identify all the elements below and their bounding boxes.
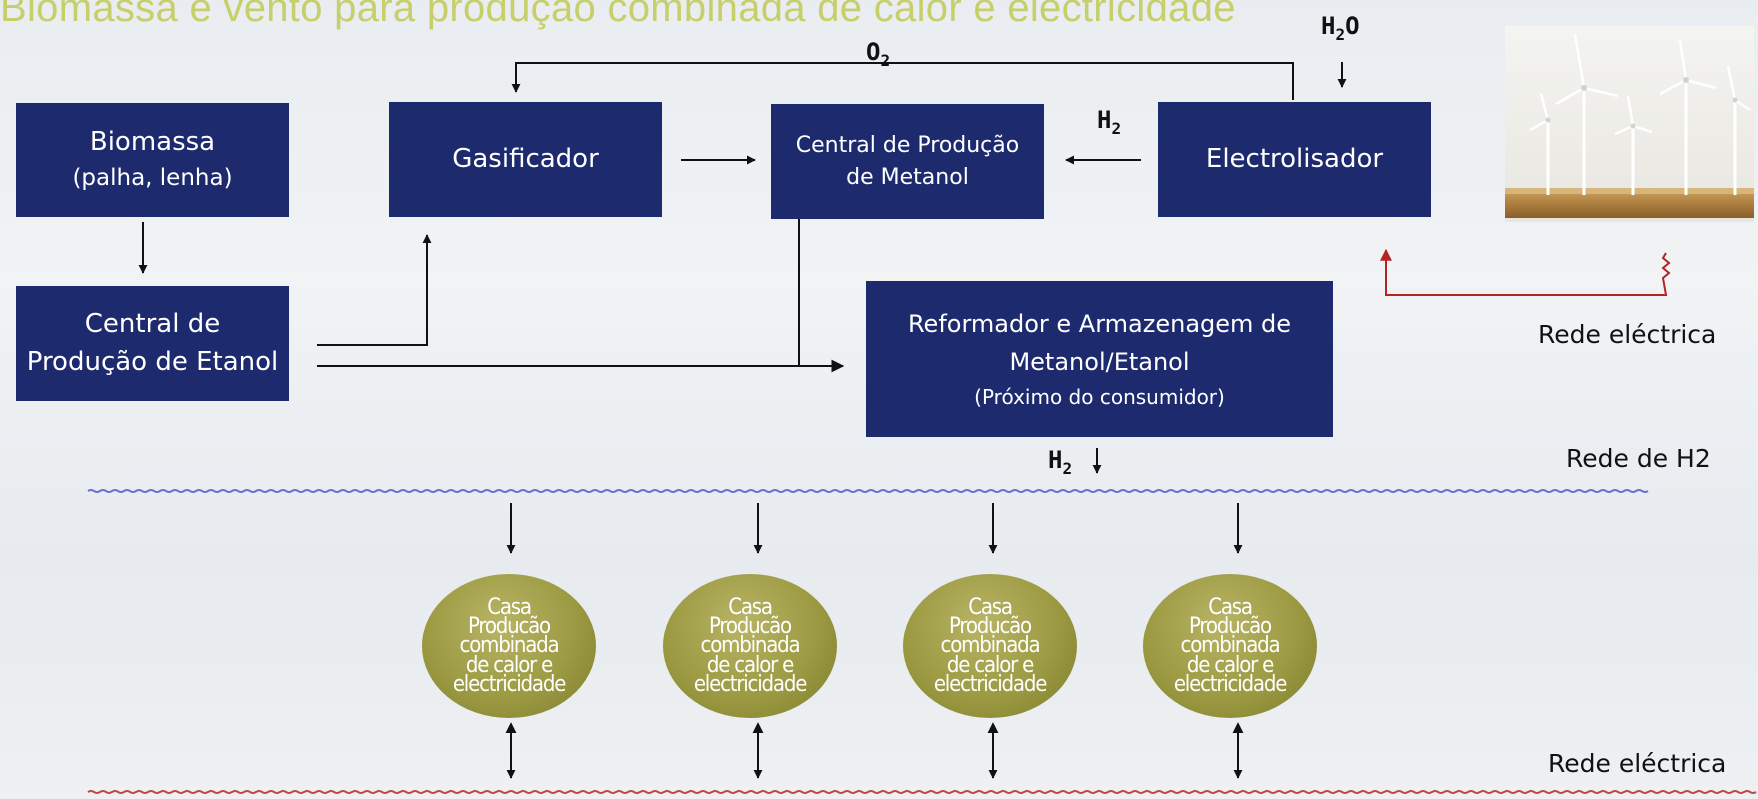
biomassa-title: Biomassa — [89, 127, 216, 158]
o2-sub: 2 — [880, 51, 891, 70]
o2-label: O2 — [866, 38, 890, 70]
h2o-main: H — [1321, 12, 1336, 40]
etanol-box: Central de Produção de Etanol — [16, 286, 289, 401]
electrolisador-label: Electrolisador — [1205, 143, 1384, 174]
casa-4: Casa Producão combinada de calor e elect… — [1143, 574, 1317, 718]
reformador-line2: Metanol/Etanol — [1009, 348, 1190, 376]
arrow-etanol-gasificador — [317, 234, 432, 346]
h2-sub: 2 — [1111, 119, 1122, 138]
casa-2: Casa Producão combinada de calor e elect… — [663, 574, 837, 718]
casa-line: de calor e — [465, 652, 553, 678]
o2-main: O — [866, 38, 881, 66]
reformador-line3: (Próximo do consumidor) — [974, 385, 1225, 410]
casa-line: de calor e — [946, 652, 1034, 678]
arrow-o2-gasificador — [511, 62, 1294, 100]
casa-line: combinada — [940, 633, 1041, 659]
metanol-box: Central de Produção de Metanol — [771, 104, 1044, 219]
electric-grid-line — [87, 790, 1757, 794]
casa-line: electricidade — [693, 672, 808, 698]
casa-line: Producão — [468, 613, 551, 639]
reformador-box: Reformador e Armazenagem de Metanol/Etan… — [866, 281, 1333, 437]
casa-line: Casa — [728, 594, 773, 620]
gasificador-label: Gasificador — [452, 143, 599, 174]
casa-3: Casa Producão combinada de calor e elect… — [903, 574, 1077, 718]
wind-turbines-photo — [1505, 26, 1754, 222]
casa-line: de calor e — [706, 652, 794, 678]
h2-label-metanol: H2 — [1097, 106, 1121, 138]
h2-down-main: H — [1048, 446, 1063, 474]
red-power-line — [1380, 248, 1671, 296]
casa-line: combinada — [1180, 633, 1281, 659]
h2o-sub: 2 — [1335, 25, 1346, 44]
casa-line: Producão — [949, 613, 1032, 639]
casa-1: Casa Producão combinada de calor e elect… — [422, 574, 596, 718]
reformador-line1: Reformador e Armazenagem de — [907, 309, 1292, 338]
h2o-tail: O — [1345, 12, 1360, 40]
rede-electrica-top-label: Rede eléctrica — [1538, 320, 1717, 349]
casa-line: electricidade — [1173, 672, 1288, 698]
h2-down-sub: 2 — [1062, 459, 1073, 478]
h2o-label: H2O — [1321, 12, 1360, 44]
gasificador-box: Gasificador — [389, 102, 662, 217]
h2-grid-line — [87, 489, 1649, 493]
etanol-line1: Central de — [84, 308, 221, 339]
casa-line: combinada — [700, 633, 801, 659]
casa-line: Producão — [1189, 613, 1272, 639]
casa-line: de calor e — [1186, 652, 1274, 678]
etanol-line2: Produção de Etanol — [26, 346, 279, 377]
h2-main: H — [1097, 106, 1112, 134]
page-title: Biomassa e vento para produção combinada… — [0, 0, 1236, 30]
metanol-line2: de Metanol — [846, 164, 969, 190]
casa-line: electricidade — [933, 672, 1048, 698]
casa-line: Producão — [709, 613, 792, 639]
casa-line: electricidade — [452, 672, 567, 698]
casa-line: combinada — [459, 633, 560, 659]
electrolisador-box: Electrolisador — [1158, 102, 1431, 217]
metanol-line1: Central de Produção — [795, 132, 1020, 158]
rede-electrica-bottom-label: Rede eléctrica — [1548, 749, 1727, 778]
biomassa-subtitle: (palha, lenha) — [72, 165, 233, 192]
biomassa-box: Biomassa (palha, lenha) — [16, 103, 289, 217]
casa-line: Casa — [968, 594, 1013, 620]
h2-label-down: H2 — [1048, 446, 1072, 478]
rede-h2-label: Rede de H2 — [1566, 444, 1711, 473]
casa-line: Casa — [1208, 594, 1253, 620]
casa-line: Casa — [487, 594, 532, 620]
